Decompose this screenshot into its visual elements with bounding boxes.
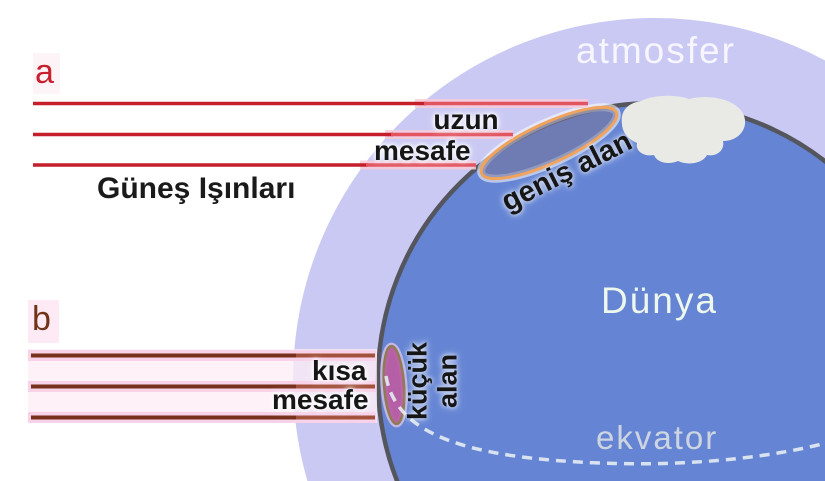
small-area-ellipse — [382, 344, 406, 426]
wide-area-ellipse — [479, 105, 619, 181]
small-area-label: küçük alan — [402, 341, 462, 421]
short-distance-label-word2: mesafe — [272, 384, 369, 415]
long-distance-label-word2: mesafe — [374, 135, 471, 166]
atmosphere-label: atmosfer — [576, 30, 736, 71]
sun-rays-label: Güneş Işınları — [97, 172, 296, 205]
long-distance-label-word1: uzun — [433, 104, 499, 135]
ray-group-a-label: a — [33, 53, 60, 94]
short-distance-label-word1: kısa — [312, 355, 367, 386]
small-area-label-word2: alan — [432, 353, 462, 409]
small-area-ellipse-group — [380, 342, 408, 428]
equator-dashed-line — [384, 375, 825, 466]
wide-area-ellipse-group — [477, 103, 621, 183]
small-area-label-word1: küçük — [402, 341, 433, 421]
cloud-shape — [621, 95, 746, 164]
equator-label: ekvator — [596, 419, 719, 456]
ray-group-b-label: b — [28, 300, 59, 343]
earth-label: Dünya — [601, 280, 718, 321]
